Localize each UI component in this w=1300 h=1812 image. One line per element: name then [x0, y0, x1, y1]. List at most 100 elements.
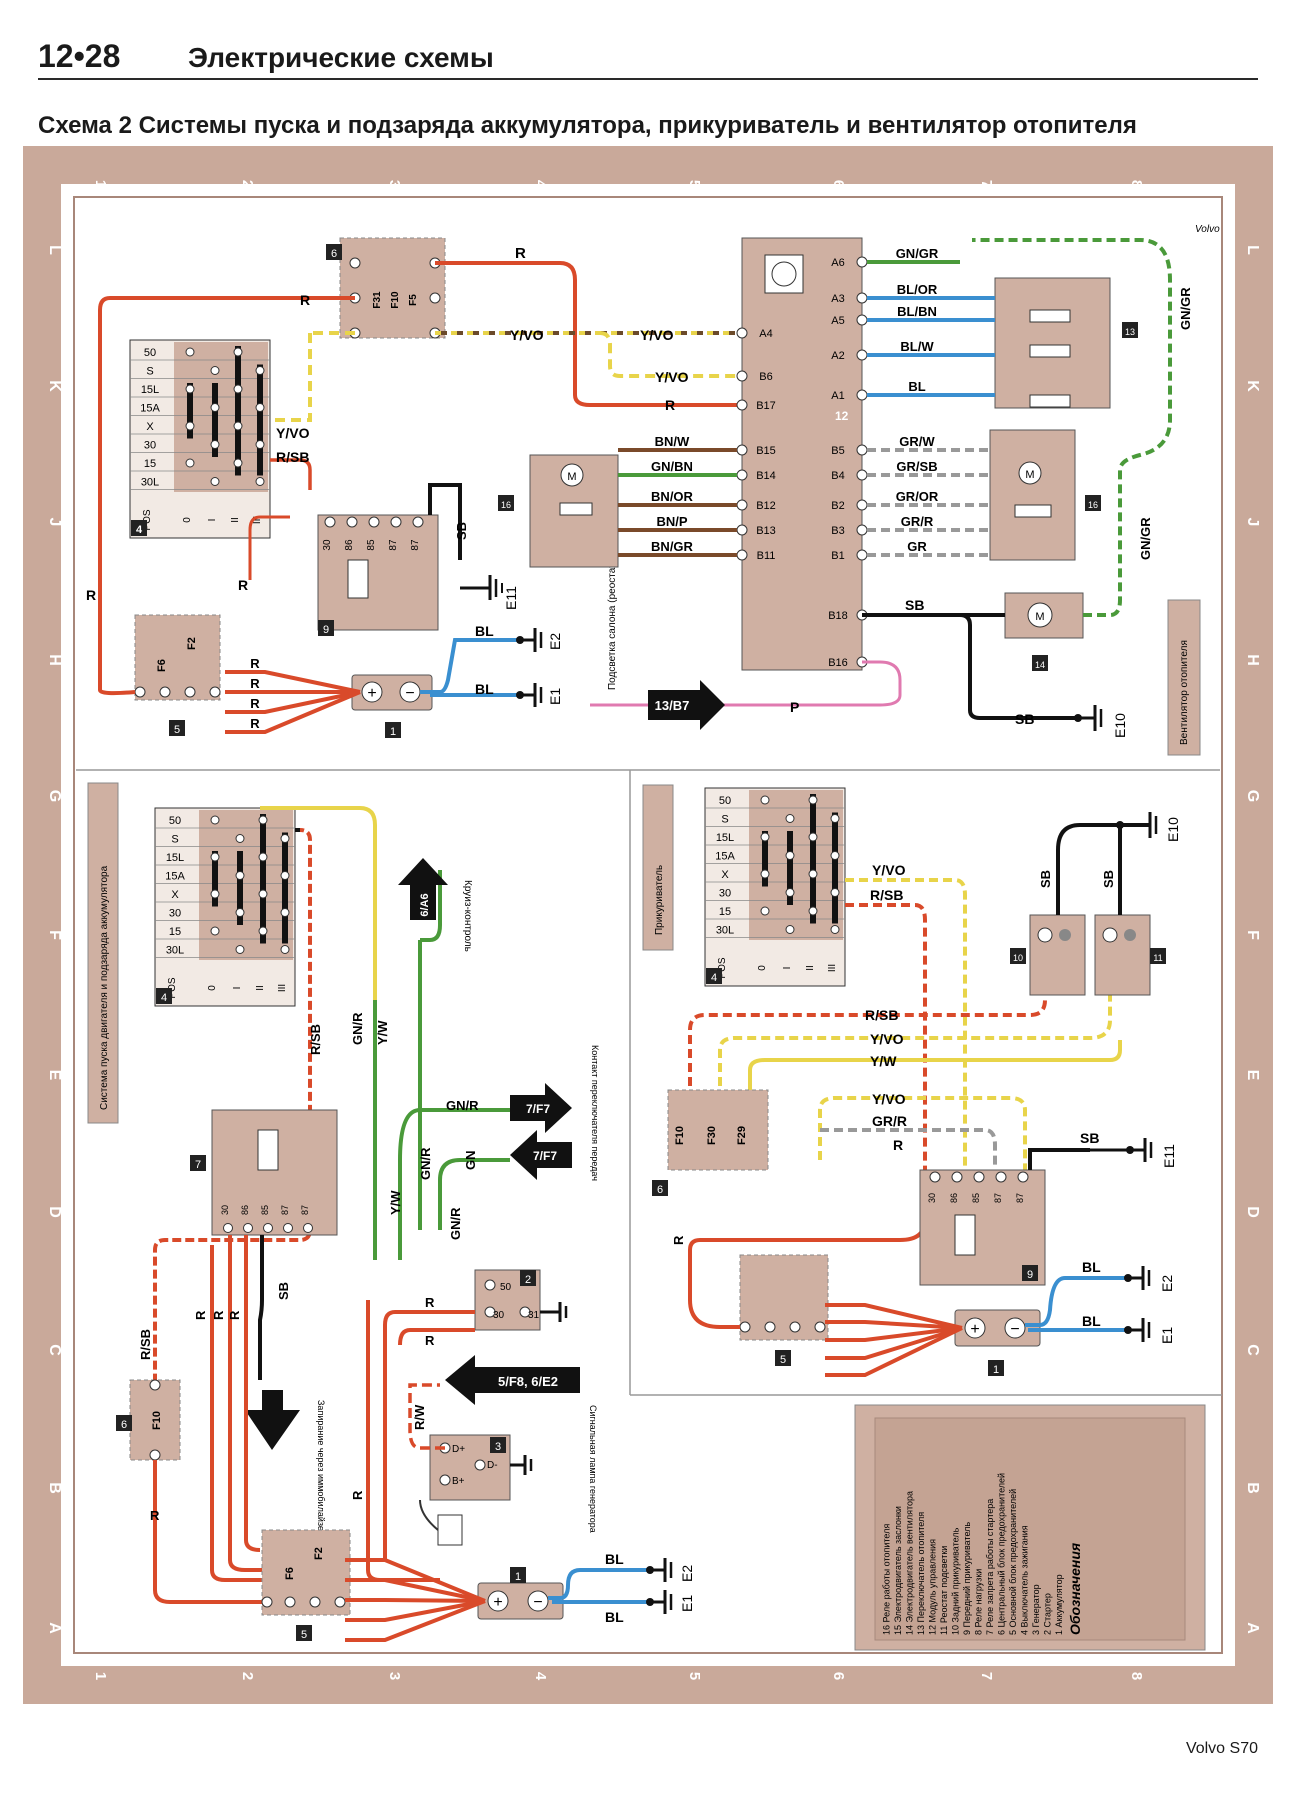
svg-text:R: R [86, 587, 96, 603]
ign-pos-15L: 15L [716, 832, 734, 844]
grid-col-top-3: 3 [386, 180, 403, 188]
relay-9-top [317, 514, 439, 631]
arrow-7-f7-b: 7/F7 [510, 1130, 572, 1180]
ign-pos-15A: 15A [165, 871, 185, 883]
cem-pin-B17 [736, 399, 748, 411]
legend-item-9: 9 Передний прикуриватель [962, 1522, 972, 1635]
ign-pos-15L: 15L [166, 852, 184, 864]
switch-output-rsb: R/SB [276, 449, 309, 465]
svg-text:B+: B+ [452, 1476, 465, 1487]
cem-pin-A1 [856, 389, 868, 401]
relay-top-pin-label-2: 85 [366, 539, 377, 551]
grid-col-top-8: 8 [1128, 180, 1145, 188]
legend-item-15: 15 Электродвигатель заслонки [893, 1506, 903, 1635]
cem-pin-B4 [856, 469, 868, 481]
grid-col-top-1: 1 [92, 180, 109, 188]
grid-row-right-K: K [1244, 380, 1261, 392]
svg-text:F6: F6 [156, 659, 168, 672]
cem-pin-label-A4: A4 [759, 328, 772, 340]
ground-e1-top: E1 [516, 683, 563, 707]
grid-row-left-K: K [46, 380, 63, 392]
grid-row-right-H: H [1244, 654, 1261, 666]
svg-text:SB: SB [1038, 870, 1053, 888]
interior-light-note: Подсветка салона (реостат) [607, 560, 618, 690]
ign-pos-15: 15 [144, 458, 156, 470]
ign-pos-X: X [721, 869, 729, 881]
svg-text:SB: SB [1015, 711, 1034, 727]
svg-text:GN: GN [463, 1151, 478, 1171]
bat-bl-wires-wire-1 [345, 1578, 486, 1603]
svg-text:9: 9 [1027, 1269, 1033, 1281]
switch-output-yvo: Y/VO [276, 425, 310, 441]
ign-pos-30: 30 [144, 440, 156, 452]
svg-text:R: R [671, 1235, 686, 1245]
svg-text:Прикуриватель: Прикуриватель [654, 865, 665, 935]
ign-pos-50: 50 [169, 815, 181, 827]
cem-pin-B15 [736, 444, 748, 456]
ground-wire-sb-top: SB [454, 522, 469, 540]
fusebox-6-top [339, 237, 446, 339]
ign-pos-X: X [171, 889, 179, 901]
svg-text:14: 14 [1035, 660, 1045, 670]
svg-text:GN/R: GN/R [448, 1207, 463, 1240]
ign-pos-15A: 15A [140, 403, 160, 415]
svg-text:5: 5 [301, 1629, 307, 1641]
svg-text:P: P [790, 699, 799, 715]
legend-item-7: 7 Реле запрета работы стартера [985, 1499, 995, 1635]
svg-text:4: 4 [711, 972, 717, 984]
bat-br-wires-wire-0 [825, 1303, 963, 1330]
cem-pin-B12 [736, 499, 748, 511]
svg-text:R: R [893, 1137, 903, 1153]
cem-pin-label-B18: B18 [828, 610, 848, 622]
svg-text:E1: E1 [547, 688, 563, 705]
ign-col-0: POS [167, 977, 178, 998]
grid-row-left-E: E [46, 1070, 63, 1081]
side-label-starting-system [87, 782, 119, 1124]
relay-br-pin-label-3: 87 [993, 1193, 1003, 1203]
svg-text:M: M [1025, 469, 1034, 481]
cem-pin-label-B17: B17 [756, 400, 776, 412]
svg-text:E2: E2 [1159, 1275, 1175, 1292]
svg-text:GN/R: GN/R [446, 1098, 479, 1113]
svg-text:Вентилятор отопителя: Вентилятор отопителя [1179, 640, 1190, 745]
cem-wire-label-B14: GN/BN [651, 459, 693, 474]
relay-br-pin-2 [973, 1171, 985, 1183]
grid-col-bottom-4: 4 [532, 1672, 549, 1681]
cem-wire-label-B1: GR [907, 539, 927, 554]
ground-starter [540, 1302, 568, 1322]
svg-text:6: 6 [331, 248, 337, 260]
bat-bl-wires-wire-2 [345, 1598, 486, 1603]
cem-wire-label-A3: BL/OR [897, 282, 938, 297]
ign-col-0: POS [717, 957, 728, 978]
control-module-12 [741, 237, 863, 671]
relay-br-pin-label-0: 30 [927, 1193, 937, 1203]
svg-text:Y/W: Y/W [870, 1053, 897, 1069]
cem-pin-label-B15: B15 [756, 445, 776, 457]
battery-1-bottom-right: + − 1 [954, 1309, 1041, 1376]
battery-1-top: + − 1 [351, 674, 433, 738]
legend-item-10: 10 Задний прикуриватель [951, 1527, 961, 1635]
relay-7-pin-label-1: 86 [240, 1205, 250, 1215]
relay-7-pin-3 [283, 1223, 293, 1233]
legend-item-16: 16 Реле работы отопителя [882, 1524, 892, 1635]
svg-text:E1: E1 [679, 1595, 695, 1612]
fuse-label-F31: F31 [372, 291, 383, 309]
cem-pin-label-B14: B14 [756, 470, 776, 482]
cem-pin-A3 [856, 292, 868, 304]
svg-text:D+: D+ [452, 1444, 465, 1455]
svg-text:−: − [1010, 1321, 1019, 1338]
svg-text:R: R [425, 1295, 435, 1310]
grid-row-left-L: L [46, 245, 63, 255]
grid-row-right-A: A [1244, 1622, 1261, 1634]
svg-text:R/W: R/W [412, 1404, 427, 1430]
cem-pin-label-B5: B5 [831, 445, 844, 457]
bat-top-wires-label-0: R [250, 656, 260, 671]
diagram-title: Схема 2 Системы пуска и подзаряда аккуму… [38, 112, 1137, 139]
ign-col-4: III [827, 964, 838, 972]
svg-text:1: 1 [515, 1571, 521, 1583]
ground-e11-bottom-right: E11 [1090, 1138, 1177, 1168]
